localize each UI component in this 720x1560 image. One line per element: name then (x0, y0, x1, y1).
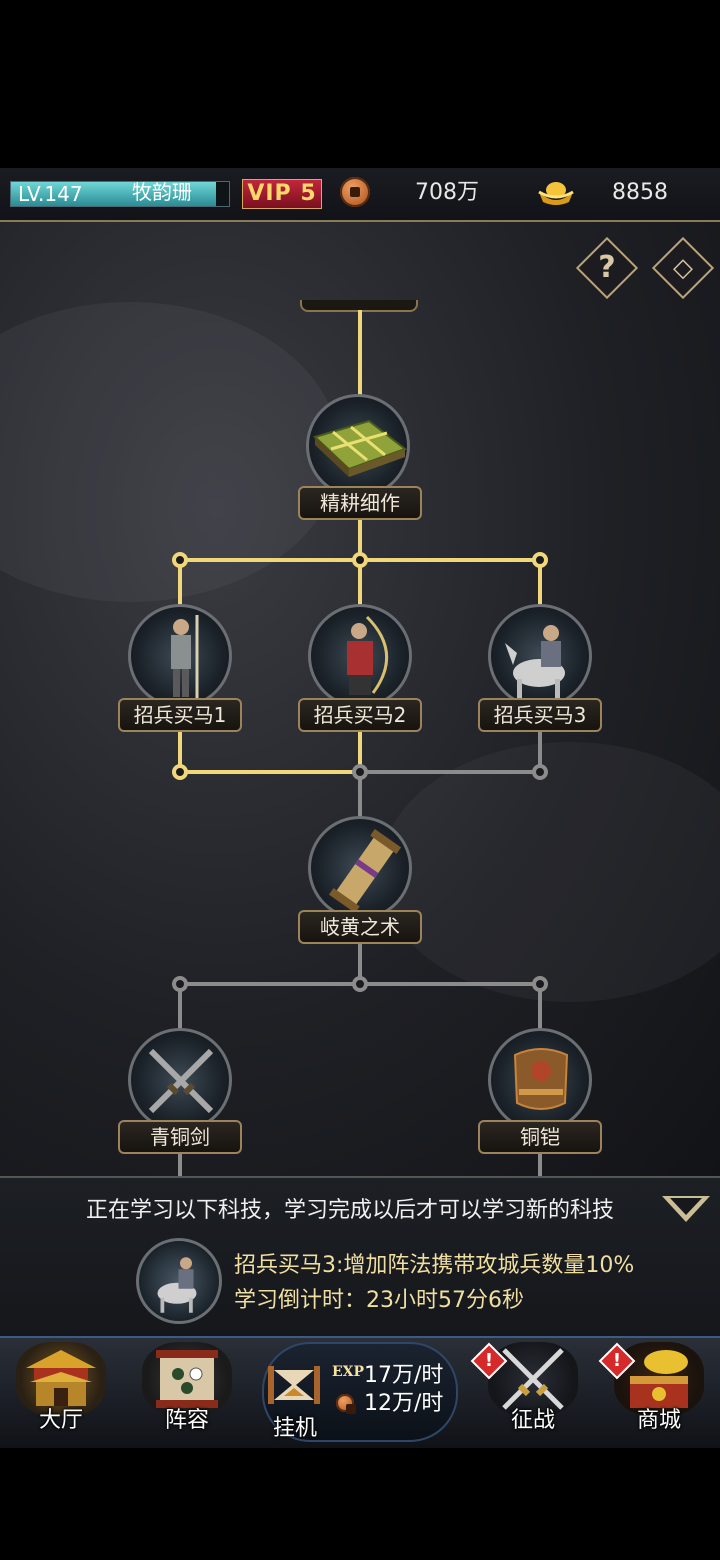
tree-joint (352, 976, 368, 992)
idle-exp-rate: 17万/时 (364, 1363, 444, 1388)
level-label: LV.147 (18, 182, 83, 206)
tech-node-recruit-3[interactable] (488, 604, 592, 708)
armor-icon (513, 1048, 569, 1110)
gold-amount: 8858 (612, 180, 668, 205)
background-mist (0, 302, 340, 602)
tech-node-label: 招兵买马2 (298, 698, 422, 732)
copper-coin-icon (336, 1394, 356, 1414)
idle-copper-rate: 12万/时 (364, 1391, 444, 1416)
cavalry-icon (505, 625, 565, 699)
tech-node-label: 招兵买马3 (478, 698, 602, 732)
treasure-chest-icon (614, 1342, 704, 1416)
tree-connector (538, 990, 542, 1030)
tree-connector (178, 990, 182, 1030)
archer-icon (347, 615, 388, 695)
learning-countdown: 学习倒计时：23小时57分6秒 (234, 1288, 524, 1313)
tree-connector (358, 732, 362, 772)
tree-connector (358, 310, 362, 398)
alert-badge-mark: ! (484, 1350, 494, 1371)
learning-info-panel (0, 1176, 720, 1338)
back-button[interactable]: ◇ (673, 253, 693, 283)
help-button[interactable]: ? (598, 250, 616, 285)
level-progress-fill (11, 182, 216, 206)
crossed-swords-icon (488, 1342, 578, 1416)
copper-coin-icon (340, 177, 370, 207)
exp-tag: EXP (332, 1364, 365, 1380)
tech-node-medicine[interactable] (308, 816, 412, 920)
crossed-swords-icon (148, 1048, 214, 1114)
tree-connector (538, 732, 542, 772)
learning-tech-description: 招兵买马3:增加阵法携带攻城兵数量10% (234, 1253, 635, 1278)
tree-connector (178, 732, 182, 772)
formation-scroll-icon (142, 1342, 232, 1416)
learning-tech-icon (136, 1238, 222, 1324)
farmland-icon (313, 419, 408, 477)
cavalry-icon (157, 1257, 197, 1313)
tech-node-label: 青铜剑 (118, 1120, 242, 1154)
tech-node-recruit-1[interactable] (128, 604, 232, 708)
collapse-chevron-inner (670, 1198, 702, 1215)
nav-label: 征战 (510, 1408, 555, 1433)
tree-connector (360, 770, 540, 774)
nav-label: 商城 (636, 1408, 681, 1433)
nav-idle[interactable] (262, 1342, 458, 1442)
hourglass-icon (268, 1366, 320, 1404)
vip-badge[interactable]: VIP 5 (242, 179, 322, 209)
gold-ingot-icon (538, 182, 574, 205)
tree-connector (180, 770, 360, 774)
tree-connector (178, 566, 182, 608)
tech-node-farming[interactable] (306, 394, 410, 498)
tech-node-label: 岐黄之术 (298, 910, 422, 944)
nav-label: 阵容 (164, 1408, 209, 1433)
nav-shop[interactable]: ! 商城 (598, 1340, 714, 1436)
tech-node-bronze-armor[interactable] (488, 1028, 592, 1132)
tree-connector (358, 944, 362, 984)
hall-building-icon (16, 1342, 106, 1416)
spearman-icon (171, 615, 199, 701)
nav-label: 大厅 (38, 1408, 83, 1433)
learning-notice: 正在学习以下科技，学习完成以后才可以学习新的科技 (85, 1198, 614, 1223)
tree-connector (358, 778, 362, 820)
tech-node-label: 招兵买马1 (118, 698, 242, 732)
tree-joint (532, 764, 548, 780)
tree-connector (538, 566, 542, 608)
nav-hall[interactable]: 大厅 (6, 1340, 116, 1436)
alert-badge-mark: ! (612, 1350, 622, 1371)
tech-node-bronze-sword[interactable] (128, 1028, 232, 1132)
player-name[interactable]: 牧韵珊 (132, 180, 192, 204)
tech-node-label: 精耕细作 (298, 486, 422, 520)
tech-node-label: 铜铠 (478, 1120, 602, 1154)
nav-label: 挂机 (272, 1416, 317, 1441)
tech-node-recruit-2[interactable] (308, 604, 412, 708)
tree-connector (538, 1154, 542, 1176)
scroll-icon (328, 829, 402, 913)
tree-joint (172, 764, 188, 780)
copper-amount: 708万 (415, 180, 479, 205)
tree-connector (358, 566, 362, 608)
nav-campaign[interactable]: ! 征战 (470, 1340, 588, 1436)
background-mist (380, 742, 720, 1002)
nav-formation[interactable]: 阵容 (132, 1340, 242, 1436)
tree-connector (358, 520, 362, 560)
tree-connector (178, 1154, 182, 1176)
